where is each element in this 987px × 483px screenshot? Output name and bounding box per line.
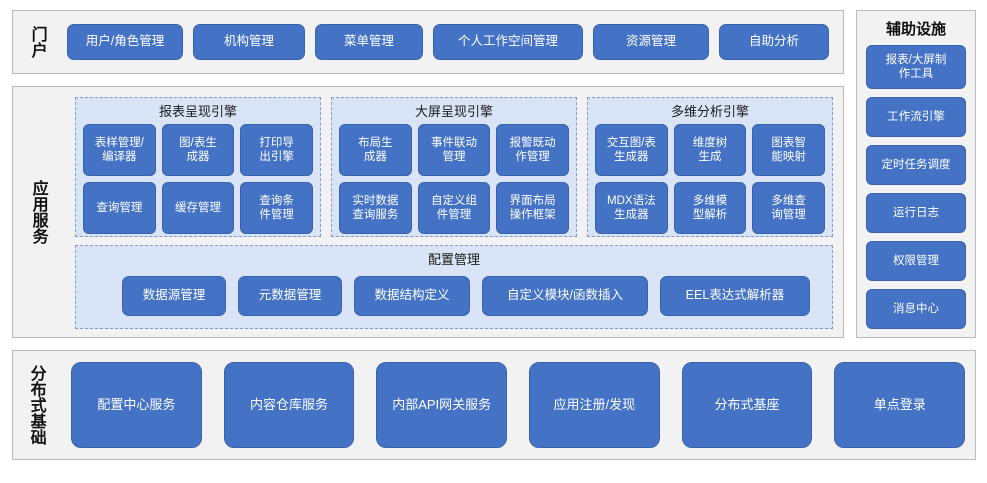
- aux-item-message-center[interactable]: 消息中心: [866, 289, 966, 329]
- portal-button-menu-management[interactable]: 菜单管理: [315, 24, 423, 60]
- auxiliary-facilities-title: 辅助设施: [885, 21, 946, 38]
- auxiliary-facilities-section: 辅助设施 报表/大屏制 作工具 工作流引擎 定时任务调度 运行日志 权限管理 消…: [856, 10, 976, 338]
- portal-button-personal-workspace-management[interactable]: 个人工作空间管理: [433, 24, 583, 60]
- engine-item-query-management[interactable]: 查询管理: [83, 182, 156, 234]
- dist-button-single-sign-on[interactable]: 单点登录: [834, 362, 966, 448]
- engine-item-chart-table-generator[interactable]: 图/表生 成器: [161, 124, 235, 176]
- dist-button-internal-api-gateway-service[interactable]: 内部API网关服务: [376, 362, 508, 448]
- engine-item-ui-layout-operation-framework[interactable]: 界面布局 操作框架: [496, 182, 569, 234]
- portal-button-self-service-analysis[interactable]: 自助分析: [719, 24, 829, 60]
- engine-item-cache-management[interactable]: 缓存管理: [161, 182, 235, 234]
- auxiliary-facilities-items: 报表/大屏制 作工具 工作流引擎 定时任务调度 运行日志 权限管理 消息中心: [866, 45, 966, 329]
- portal-button-row: 用户/角色管理 机构管理 菜单管理 个人工作空间管理 资源管理 自助分析: [67, 11, 837, 73]
- engine-group-report-rendering: 报表呈现引擎 表样管理/ 编译器 图/表生 成器 打印导 出引擎 查询管理 缓存…: [75, 97, 321, 237]
- portal-section: 门户 用户/角色管理 机构管理 菜单管理 个人工作空间管理 资源管理 自助分析: [12, 10, 844, 74]
- portal-button-org-management[interactable]: 机构管理: [193, 24, 305, 60]
- engine-item-template-management-compiler[interactable]: 表样管理/ 编译器: [83, 124, 156, 176]
- engine-title-large-screen-rendering: 大屏呈现引擎: [414, 104, 493, 119]
- distributed-base-section: 分布式基础 配置中心服务 内容仓库服务 内部API网关服务 应用注册/发现 分布…: [12, 350, 976, 460]
- portal-button-resource-management[interactable]: 资源管理: [593, 24, 709, 60]
- engine-items-multidimensional-analysis: 交互图/表 生成器 维度树 生成 图表智 能映射 MDX语法 生成器 多维模 型…: [595, 124, 825, 234]
- dist-button-content-repository-service[interactable]: 内容仓库服务: [223, 362, 355, 448]
- engine-item-layout-generator[interactable]: 布局生 成器: [339, 124, 412, 176]
- engine-item-multidimensional-query-management[interactable]: 多维查 询管理: [752, 182, 825, 234]
- aux-item-scheduled-task-scheduling[interactable]: 定时任务调度: [866, 145, 966, 185]
- configuration-management-group: 配置管理 数据源管理 元数据管理 数据结构定义 自定义模块/函数插入 EEL表达…: [75, 245, 833, 329]
- aux-item-runtime-log[interactable]: 运行日志: [866, 193, 966, 233]
- dist-button-app-registration-discovery[interactable]: 应用注册/发现: [529, 362, 660, 448]
- config-item-data-structure-definition[interactable]: 数据结构定义: [354, 276, 470, 316]
- aux-item-workflow-engine[interactable]: 工作流引擎: [866, 97, 966, 137]
- engine-item-chart-smart-mapping[interactable]: 图表智 能映射: [752, 124, 825, 176]
- config-item-eel-expression-parser[interactable]: EEL表达式解析器: [660, 276, 810, 316]
- engine-item-dimension-tree-generation[interactable]: 维度树 生成: [673, 124, 747, 176]
- config-item-datasource-management[interactable]: 数据源管理: [122, 276, 226, 316]
- engine-item-event-linkage-management[interactable]: 事件联动 管理: [417, 124, 491, 176]
- engine-items-report-rendering: 表样管理/ 编译器 图/表生 成器 打印导 出引擎 查询管理 缓存管理 查询条 …: [83, 124, 313, 234]
- engine-title-multidimensional-analysis: 多维分析引擎: [670, 104, 749, 119]
- engine-item-print-export-engine[interactable]: 打印导 出引擎: [240, 124, 313, 176]
- configuration-management-title: 配置管理: [427, 252, 480, 267]
- portal-section-label: 门户: [28, 26, 46, 58]
- configuration-management-items: 数据源管理 元数据管理 数据结构定义 自定义模块/函数插入 EEL表达式解析器: [84, 273, 824, 319]
- engine-items-large-screen-rendering: 布局生 成器 事件联动 管理 报警既动 作管理 实时数据 查询服务 自定义组 件…: [339, 124, 569, 234]
- engine-item-multidimensional-model-parsing[interactable]: 多维模 型解析: [673, 182, 747, 234]
- engines-row: 报表呈现引擎 表样管理/ 编译器 图/表生 成器 打印导 出引擎 查询管理 缓存…: [75, 97, 833, 237]
- config-item-custom-module-function-insert[interactable]: 自定义模块/函数插入: [482, 276, 648, 316]
- engine-item-custom-component-management[interactable]: 自定义组 件管理: [417, 182, 491, 234]
- engine-item-query-condition-management[interactable]: 查询条 件管理: [240, 182, 313, 234]
- engine-item-mdx-syntax-generator[interactable]: MDX语法 生成器: [595, 182, 668, 234]
- engine-group-multidimensional-analysis: 多维分析引擎 交互图/表 生成器 维度树 生成 图表智 能映射 MDX语法 生成…: [587, 97, 833, 237]
- engine-title-report-rendering: 报表呈现引擎: [158, 104, 237, 119]
- aux-item-report-large-screen-authoring-tool[interactable]: 报表/大屏制 作工具: [866, 45, 966, 89]
- dist-button-config-center-service[interactable]: 配置中心服务: [71, 362, 202, 448]
- engine-item-realtime-data-query-service[interactable]: 实时数据 查询服务: [339, 182, 412, 234]
- aux-item-permission-management[interactable]: 权限管理: [866, 241, 966, 281]
- config-item-metadata-management[interactable]: 元数据管理: [238, 276, 342, 316]
- portal-button-user-role-management[interactable]: 用户/角色管理: [67, 24, 183, 60]
- application-services-section: 应用服务 报表呈现引擎 表样管理/ 编译器 图/表生 成器 打印导 出引擎 查询…: [12, 86, 844, 338]
- engine-item-alarm-action-management[interactable]: 报警既动 作管理: [496, 124, 569, 176]
- dist-button-distributed-base[interactable]: 分布式基座: [681, 362, 813, 448]
- distributed-base-button-row: 配置中心服务 内容仓库服务 内部API网关服务 应用注册/发现 分布式基座 单点…: [71, 362, 966, 448]
- application-services-label: 应用服务: [29, 180, 47, 244]
- engine-group-large-screen-rendering: 大屏呈现引擎 布局生 成器 事件联动 管理 报警既动 作管理 实时数据 查询服务…: [331, 97, 577, 237]
- engine-item-interactive-chart-table-generator[interactable]: 交互图/表 生成器: [595, 124, 668, 176]
- distributed-base-label: 分布式基础: [27, 365, 45, 445]
